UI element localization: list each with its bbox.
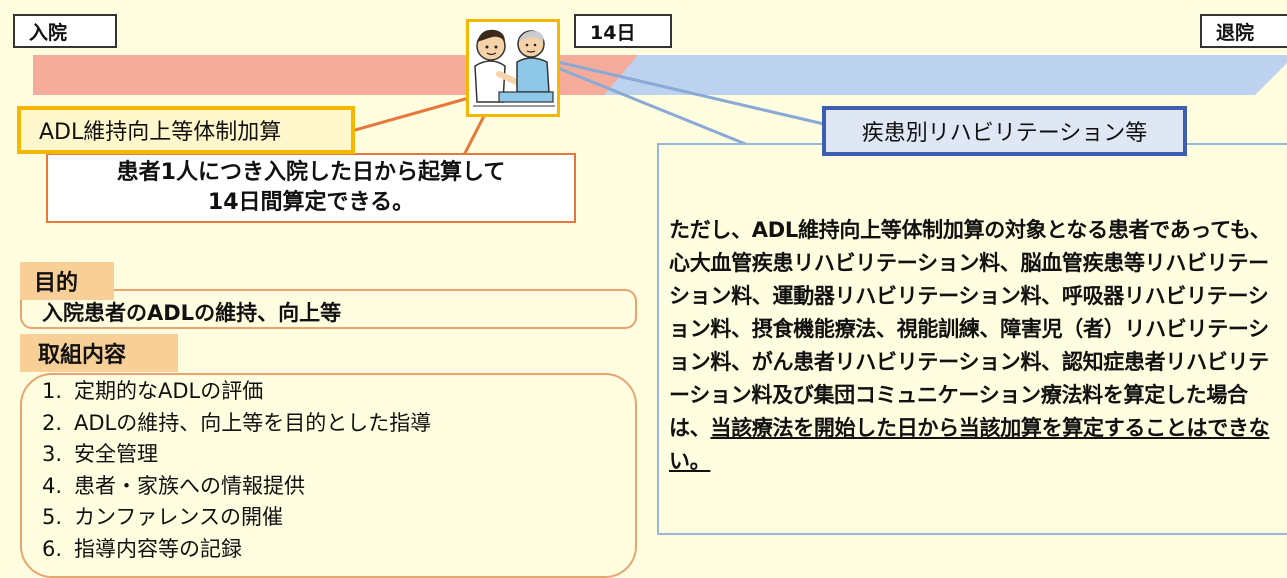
rehab-note-box [657,143,1287,535]
list-item: 2. ADLの維持、向上等を目的とした指導 [42,408,431,440]
adl-description-box: 患者1人につき入院した日から起算して 14日間算定できる。 [46,153,576,223]
purpose-text-box: 入院患者のADLの維持、向上等 [20,289,637,329]
efforts-list-box [20,373,637,578]
discharge-tag: 退院 [1200,14,1287,48]
item-number: 4. [42,473,63,498]
list-item: 6. 指導内容等の記録 [42,534,431,566]
rehab-body: ただし、ADL維持向上等体制加算の対象となる患者であっても、心大血管疾患リハビリ… [669,218,1271,440]
list-item: 4. 患者・家族への情報提供 [42,471,431,503]
purpose-text: 入院患者のADLの維持、向上等 [42,301,342,325]
list-item: 5. カンファレンスの開催 [42,502,431,534]
item-number: 3. [42,442,63,467]
rehab-title: 疾患別リハビリテーション等 [861,121,1148,146]
connector-adl-desc [462,115,486,156]
connector-adl-title [347,94,477,134]
post-14day-band [560,55,1287,95]
purpose-heading-box: 目的 [20,262,114,300]
item-text: 安全管理 [74,442,158,467]
rehab-note-text: ただし、ADL維持向上等体制加算の対象となる患者であっても、心大血管疾患リハビリ… [669,214,1281,478]
efforts-heading: 取組内容 [38,343,127,368]
adl-desc-line1: 患者1人につき入院した日から起算して [116,160,506,185]
adl-title-box: ADL維持向上等体制加算 [17,106,355,154]
caregiver-with-patient-icon [466,19,560,117]
item-number: 6. [42,536,63,561]
item-number: 2. [42,410,63,435]
list-item: 3. 安全管理 [42,439,431,471]
item-number: 1. [42,379,63,403]
efforts-list: 1. 定期的なADLの評価 2. ADLの維持、向上等を目的とした指導 3. 安全管理… [42,376,431,566]
item-text: カンファレンスの開催 [74,505,283,530]
item-text: 患者・家族への情報提供 [74,473,305,498]
discharge-label: 退院 [1216,21,1255,44]
list-item: 1. 定期的なADLの評価 [42,376,431,408]
connector-rehab-1 [557,60,825,126]
efforts-heading-box: 取組内容 [20,334,178,372]
item-text: ADLの維持、向上等を目的とした指導 [74,410,432,435]
admission-label: 入院 [29,21,68,44]
day14-tag: 14日 [574,14,672,48]
adl-desc-line2: 14日間算定できる。 [207,190,415,215]
day14-label: 14日 [590,21,636,44]
rehab-body-underlined: 当該療法を開始した日から当該加算を算定することはできない。 [669,416,1270,473]
item-text: 定期的なADLの評価 [74,379,264,403]
admission-tag: 入院 [13,14,117,48]
connector-rehab-2 [557,66,749,147]
purpose-heading: 目的 [34,271,79,296]
adl-title: ADL維持向上等体制加算 [39,120,282,145]
item-text: 指導内容等の記録 [74,536,242,561]
item-number: 5. [42,505,63,530]
rehab-title-box: 疾患別リハビリテーション等 [822,106,1187,156]
